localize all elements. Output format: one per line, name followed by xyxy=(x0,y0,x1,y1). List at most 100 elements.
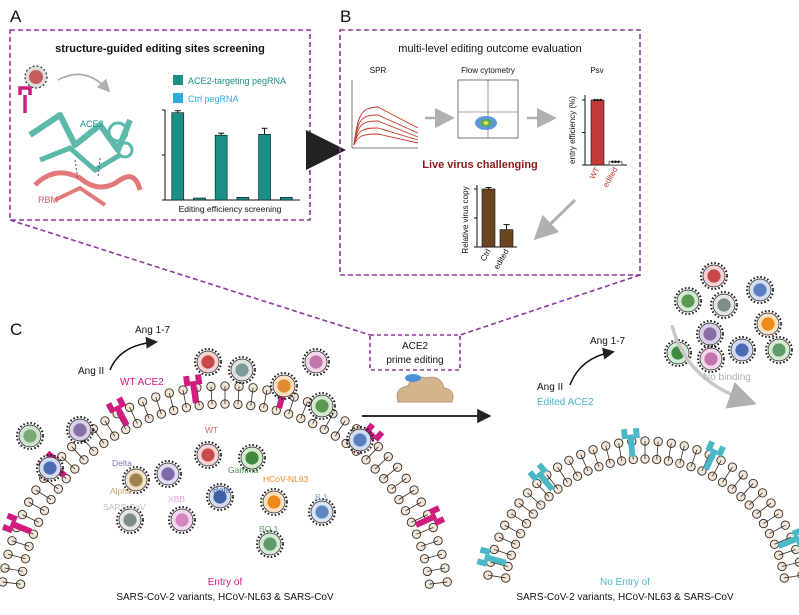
lipid-head xyxy=(151,392,161,402)
lipid-tail xyxy=(580,454,589,472)
virus-icon xyxy=(302,348,330,376)
lipid-tail xyxy=(420,540,439,547)
lipid-tail xyxy=(22,514,39,523)
legend-swatch-ace2 xyxy=(173,75,183,85)
lipid-tail xyxy=(2,581,21,585)
virus-icon xyxy=(308,392,336,420)
variant-label: B.1 xyxy=(315,492,328,502)
virus-icon xyxy=(168,506,196,534)
left-cell-membrane xyxy=(0,381,452,589)
lipid-tail xyxy=(129,407,138,424)
psv-point xyxy=(593,98,596,102)
receptor-stem xyxy=(535,470,555,492)
virus-spikes xyxy=(308,498,336,526)
receptor-arm xyxy=(194,374,203,385)
psv-point xyxy=(617,160,620,164)
lipid-tail xyxy=(756,502,772,515)
lipid-head xyxy=(24,541,34,551)
lipid-head xyxy=(164,388,174,398)
lipid-head xyxy=(489,544,499,555)
right-ang-product: Ang 1-7 xyxy=(590,336,625,347)
lipid-head xyxy=(422,566,433,577)
spr-label: SPR xyxy=(370,66,387,75)
left-caption-line1: Entry of xyxy=(208,577,243,588)
virus-spikes xyxy=(700,262,728,290)
lipid-head xyxy=(727,462,738,472)
receptor-arm xyxy=(527,470,539,482)
lipid-tail xyxy=(487,574,506,579)
variant-label: Alpha xyxy=(110,486,132,496)
ace2-receptor xyxy=(414,505,446,528)
receptor-stem xyxy=(9,520,33,535)
lipid-tail xyxy=(701,454,710,472)
lipid-head xyxy=(738,470,748,480)
psv-to-live-arrow xyxy=(533,198,577,241)
lipid-head xyxy=(576,449,586,460)
receptor-stem xyxy=(483,554,507,566)
receptor-arm xyxy=(105,402,116,414)
lipid-tail xyxy=(335,420,346,437)
receptor-arm xyxy=(621,428,628,440)
left-ang-substrate: Ang II xyxy=(78,366,104,377)
virus-spikes xyxy=(302,348,330,376)
edited-ace2-receptors xyxy=(476,427,799,567)
panel-b-title: multi-level editing outcome evaluation xyxy=(398,43,581,55)
receptor-stem xyxy=(703,448,718,471)
lipid-tail xyxy=(781,561,799,567)
panel-a: A structure-guided editing sites screeni… xyxy=(9,7,311,221)
lipid-head xyxy=(20,554,31,564)
virus-icon xyxy=(697,345,725,373)
lipid-tail xyxy=(237,386,240,405)
lipid-tail xyxy=(116,413,127,430)
chart-a-bar xyxy=(171,112,185,201)
variant-label: Gamma xyxy=(228,465,259,475)
virus-core xyxy=(704,352,718,366)
virus-icon xyxy=(765,336,793,364)
lipid-tail xyxy=(568,460,578,477)
variant-label: BQ.1 xyxy=(259,524,279,534)
receptor-stem xyxy=(414,513,438,528)
lipid-tail xyxy=(429,581,448,585)
virus-core xyxy=(23,429,37,443)
virus-icon xyxy=(700,262,728,290)
lipid-tail xyxy=(498,536,516,545)
chart-a-bar xyxy=(236,197,250,201)
lipid-head xyxy=(387,484,397,494)
lipid-head xyxy=(552,462,563,472)
virus-spikes xyxy=(194,441,222,469)
lipid-head xyxy=(514,498,524,508)
virus-core xyxy=(309,355,323,369)
lipid-tail xyxy=(182,389,187,408)
lipid-tail xyxy=(155,396,162,415)
right-ang-substrate: Ang II xyxy=(537,382,563,393)
no-binding-arrow xyxy=(670,324,757,409)
psv-point xyxy=(596,98,599,102)
receptor-arm xyxy=(373,430,385,442)
live-bar xyxy=(481,188,496,248)
lipid-tail xyxy=(536,483,550,497)
virus-icon xyxy=(116,506,144,534)
ace2-receptor xyxy=(1,512,33,535)
panel-a-letter: A xyxy=(10,7,22,26)
receptor-arm xyxy=(632,427,640,439)
right-viruses xyxy=(664,262,793,373)
left-ang-arrow xyxy=(109,336,158,371)
receptor-arm xyxy=(6,512,18,523)
flow-cytometry-plot xyxy=(457,79,519,139)
variant-label: WT xyxy=(205,425,218,435)
lipid-tail xyxy=(712,460,722,477)
virus-core xyxy=(129,473,143,487)
lipid-tail xyxy=(11,540,30,547)
editing-screening-chart xyxy=(162,109,300,201)
virus-icon xyxy=(238,444,266,472)
legend-label-ctrl: Ctrl pegRNA xyxy=(188,94,239,104)
lipid-tail xyxy=(490,561,509,567)
chart-a-bar xyxy=(258,134,271,201)
receptor-arm xyxy=(716,445,726,457)
delivery-vehicle-icon xyxy=(396,374,454,403)
virus-spikes xyxy=(696,320,724,348)
receptor-arm xyxy=(433,516,446,526)
right-cell-membrane xyxy=(483,436,799,583)
ace2-structure-label: ACE2 xyxy=(80,119,104,129)
